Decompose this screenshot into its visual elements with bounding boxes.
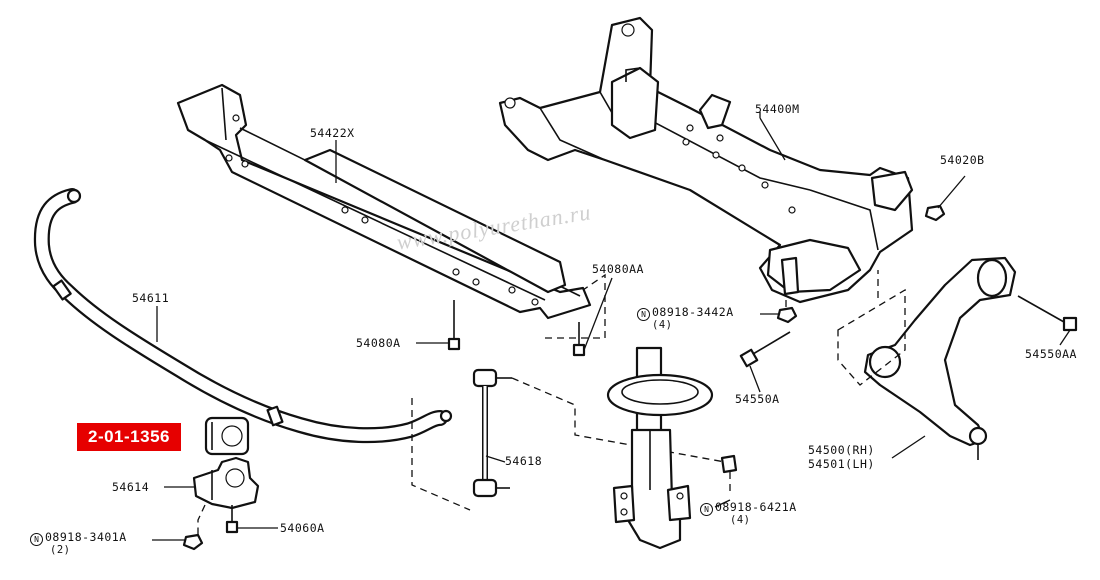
label-08918-6421a-qty: (4) <box>730 514 751 526</box>
bolt-54080a <box>447 300 461 351</box>
label-54400m: 54400M <box>755 102 800 116</box>
label-54500-rh: 54500(RH) <box>808 443 875 457</box>
label-08918-3401a-text: 08918-3401A <box>45 530 127 544</box>
nut-marker-icon: N <box>700 503 713 516</box>
label-08918-6421a-text: 08918-6421A <box>715 500 797 514</box>
nut-08918-3442a <box>776 300 798 324</box>
label-54422x: 54422X <box>310 126 355 140</box>
nut-08918-3401a <box>182 533 204 551</box>
label-54614: 54614 <box>112 480 150 494</box>
label-08918-3442a-text: 08918-3442A <box>652 305 734 319</box>
nut-54020b <box>924 204 946 222</box>
nut-marker-icon: N <box>637 308 650 321</box>
label-54618: 54618 <box>505 454 543 468</box>
stabilizer-link <box>472 368 512 498</box>
label-54020b: 54020B <box>940 153 985 167</box>
label-54611: 54611 <box>132 291 170 305</box>
strut-assembly <box>606 346 714 550</box>
stabilizer-bushing <box>204 416 250 456</box>
bolt-54060a <box>225 505 239 534</box>
nut-marker-icon: N <box>30 533 43 546</box>
label-54550aa: 54550AA <box>1025 347 1077 361</box>
label-08918-3401a-qty: (2) <box>50 544 71 556</box>
nut-08918-6421a <box>720 454 738 474</box>
bolt-54550aa <box>1017 295 1078 332</box>
label-54080a: 54080A <box>356 336 401 350</box>
main-crossmember <box>498 16 914 304</box>
front-crossmember <box>176 83 592 320</box>
bushing-bracket <box>192 456 260 510</box>
label-54550a: 54550A <box>735 392 780 406</box>
label-54501-lh: 54501(LH) <box>808 457 875 471</box>
stabilizer-bar <box>33 188 453 444</box>
lower-control-arm <box>863 256 1017 460</box>
label-54080aa: 54080AA <box>592 262 644 276</box>
label-08918-3442a-qty: (4) <box>652 319 673 331</box>
label-54060a: 54060A <box>280 521 325 535</box>
bolt-54550a <box>739 331 791 368</box>
highlight-part-label[interactable]: 2-01-1356 <box>77 423 181 451</box>
